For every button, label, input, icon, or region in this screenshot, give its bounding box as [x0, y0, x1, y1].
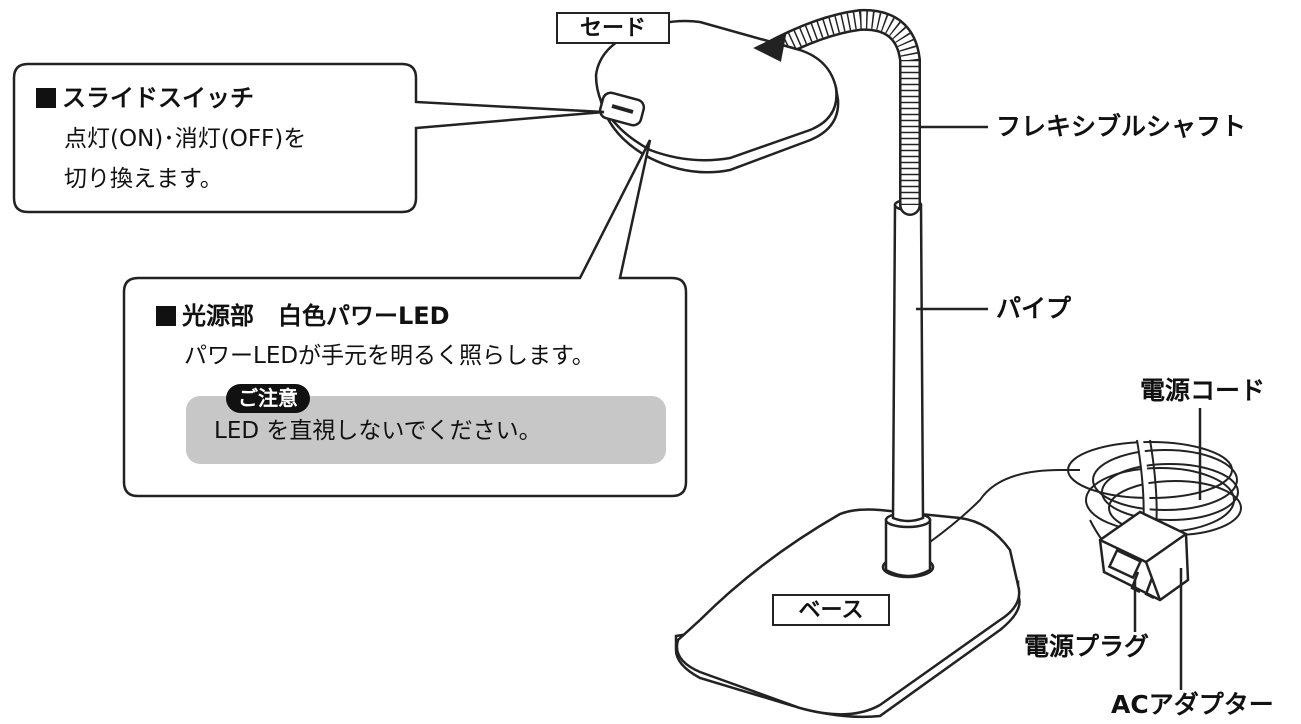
switch-callout-line1: 点灯(ON)･消灯(OFF)を	[64, 126, 307, 152]
shade-label: セード	[556, 12, 670, 44]
switch-callout-bubble	[12, 62, 605, 214]
square-bullet-icon	[36, 88, 56, 108]
caution-badge: ご注意	[226, 384, 310, 413]
switch-title-text: スライドスイッチ	[62, 84, 254, 112]
power-plug-label: 電源プラグ	[1024, 632, 1150, 661]
switch-callout-line2: 切り換えます。	[64, 166, 223, 192]
pipe-illustration	[891, 198, 925, 523]
base-label: ベース	[772, 594, 890, 626]
ac-adapter-illustration	[1098, 510, 1190, 602]
caution-box	[186, 396, 666, 464]
led-callout-title: 光源部 白色パワーLED	[156, 304, 450, 328]
led-callout-body: パワーLEDが手元を明るく照らします。	[184, 343, 595, 369]
flexible-shaft-illustration	[759, 8, 921, 216]
ac-adapter-label: ACアダプター	[1111, 690, 1274, 719]
flexible-shaft-label: フレキシブルシャフト	[996, 112, 1247, 141]
pipe-label: パイプ	[996, 294, 1072, 323]
leader-lines	[916, 125, 1202, 690]
caution-text: LED を直視しないでください。	[214, 418, 542, 444]
square-bullet-icon	[156, 306, 176, 326]
power-cord-label: 電源コード	[1140, 376, 1266, 405]
switch-callout-title: スライドスイッチ	[36, 86, 254, 110]
shade-illustration	[594, 19, 840, 174]
led-title-text: 光源部 白色パワーLED	[182, 302, 450, 330]
